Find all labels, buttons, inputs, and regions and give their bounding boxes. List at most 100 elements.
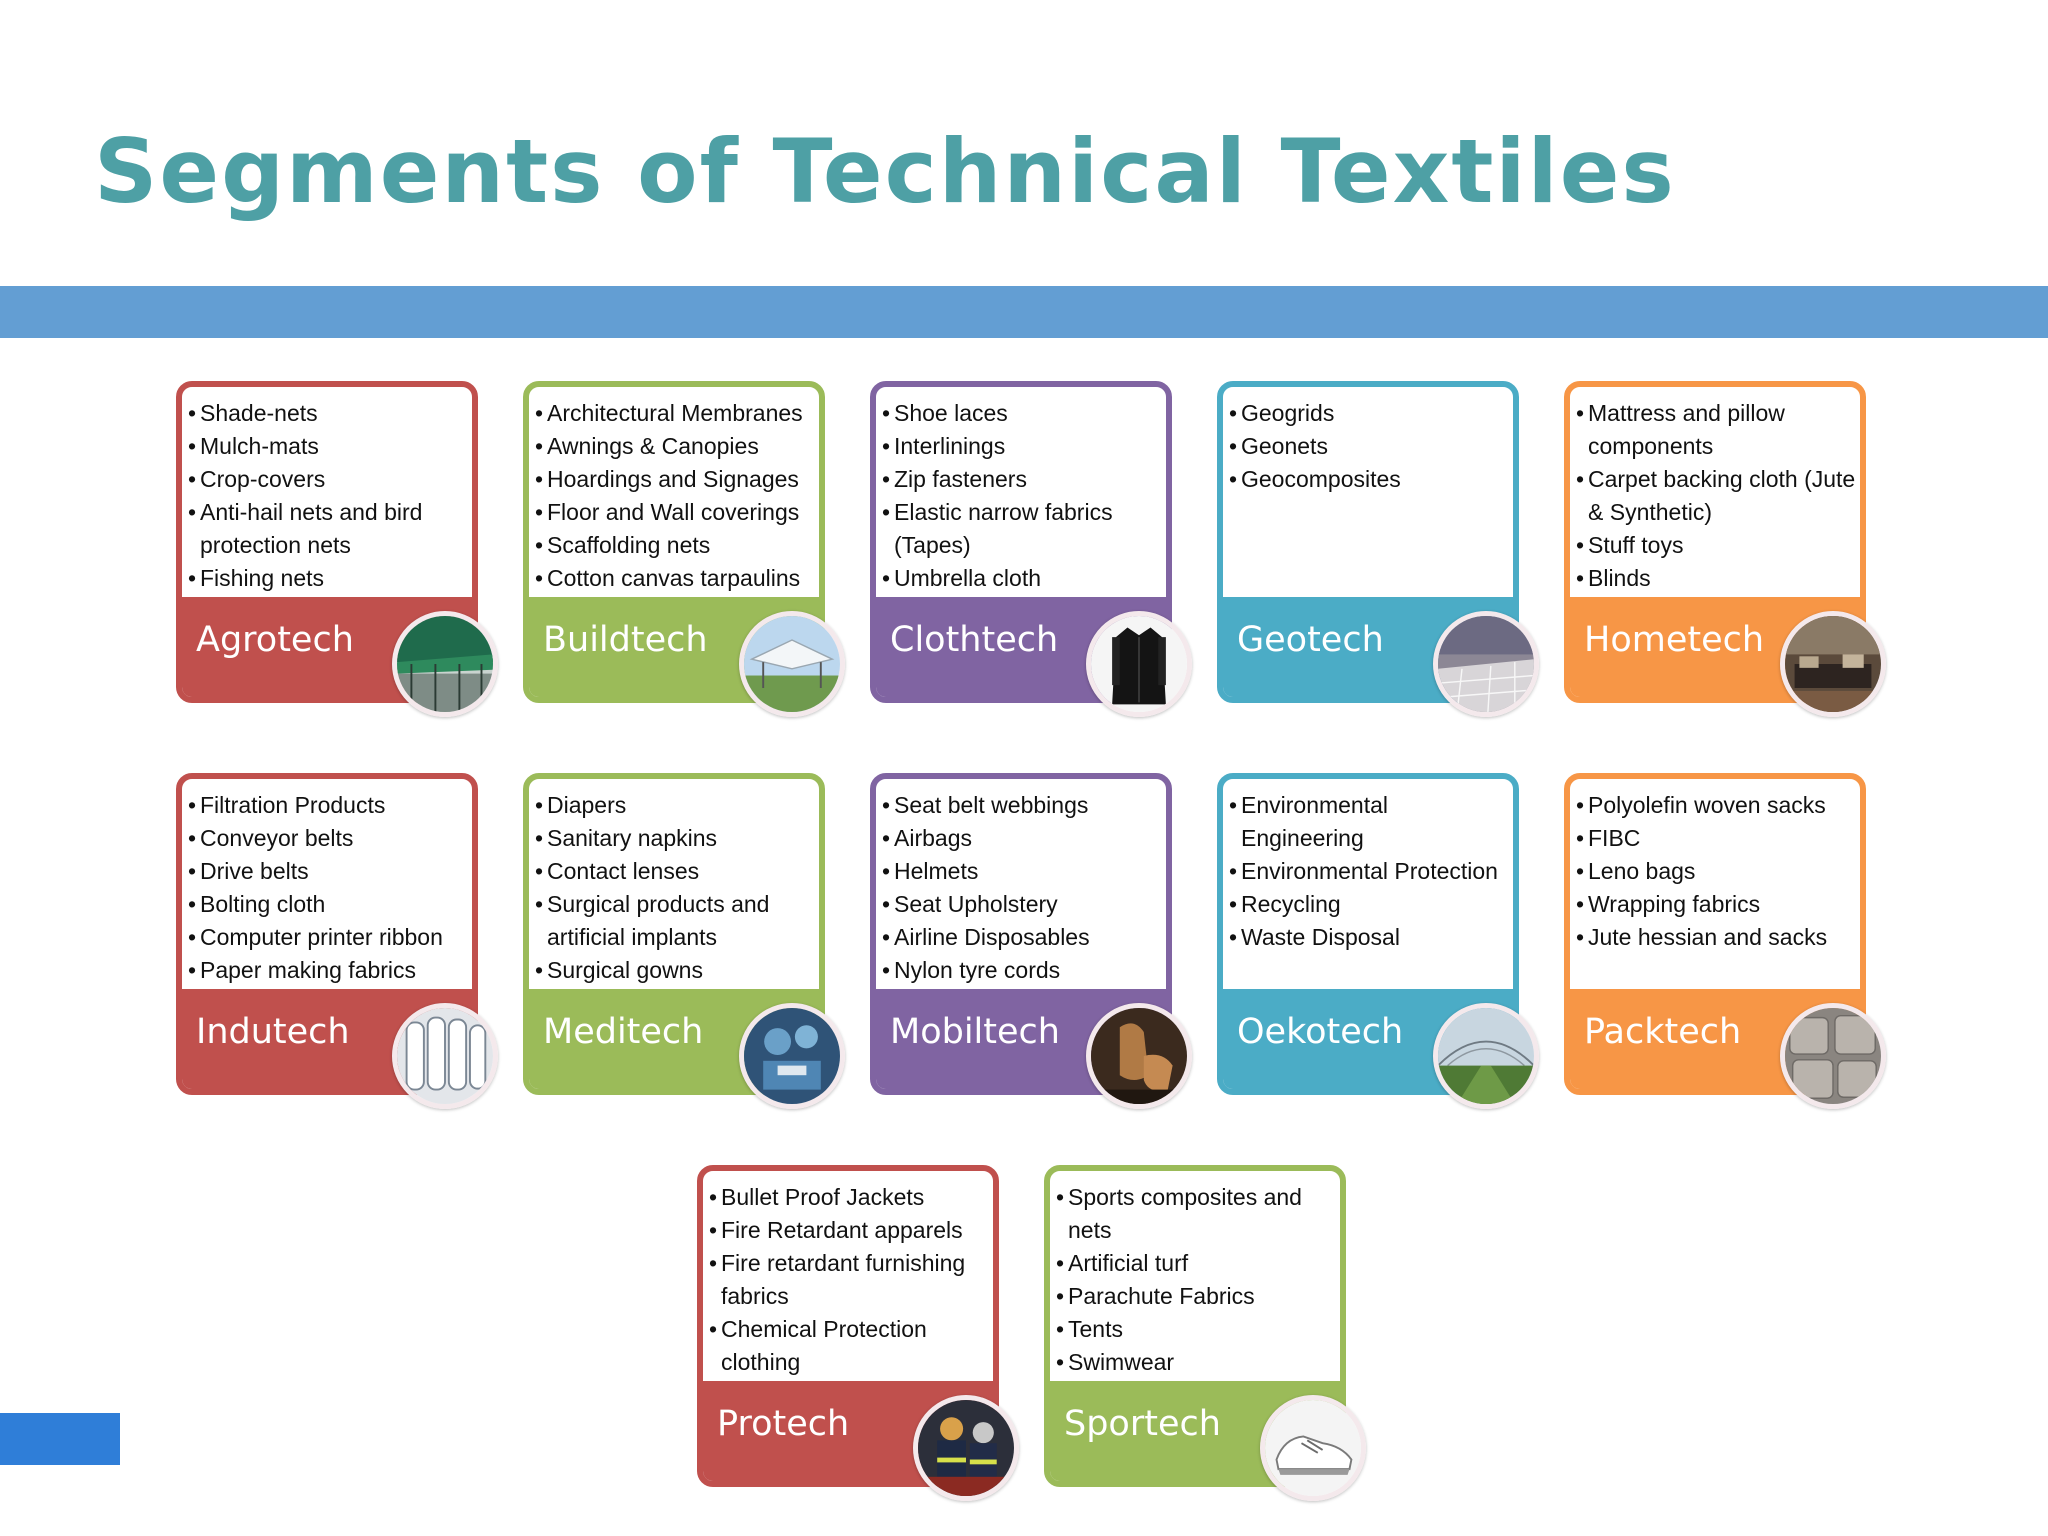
segment-name: Agrotech: [196, 620, 354, 660]
segment-item: Seat belt webbings: [882, 789, 1162, 822]
segment-items-list: Mattress and pillow componentsCarpet bac…: [1570, 387, 1860, 603]
segment-item: Computer printer ribbon: [188, 921, 468, 954]
segment-item: Geonets: [1229, 430, 1509, 463]
segment-card-indutech: Filtration ProductsConveyor beltsDrive b…: [176, 773, 498, 1109]
segment-card-packtech: Polyolefin woven sacksFIBCLeno bagsWrapp…: [1564, 773, 1886, 1109]
segment-item: Contact lenses: [535, 855, 815, 888]
segment-items-list: Polyolefin woven sacksFIBCLeno bagsWrapp…: [1570, 779, 1860, 995]
segment-item: Airline Disposables: [882, 921, 1162, 954]
segment-item: Recycling: [1229, 888, 1509, 921]
segment-item: Leno bags: [1576, 855, 1856, 888]
segment-items-list: Seat belt webbingsAirbagsHelmetsSeat Uph…: [876, 779, 1166, 995]
segment-card-mobiltech: Seat belt webbingsAirbagsHelmetsSeat Uph…: [870, 773, 1192, 1109]
segment-items-list: Architectural MembranesAwnings & Canopie…: [529, 387, 819, 603]
segment-item: Hoardings and Signages: [535, 463, 815, 496]
segment-item: Umbrella cloth: [882, 562, 1162, 595]
segment-item: Environmental Engineering: [1229, 789, 1509, 855]
segment-item: Mattress and pillow components: [1576, 397, 1856, 463]
segment-items-list: Bullet Proof JacketsFire Retardant appar…: [703, 1171, 993, 1387]
segment-item: Blinds: [1576, 562, 1856, 595]
black-coat-photo: [1086, 611, 1192, 717]
segment-card-box: Seat belt webbingsAirbagsHelmetsSeat Uph…: [870, 773, 1172, 1095]
segment-item: Fire Retardant apparels: [709, 1214, 989, 1247]
segment-card-sportech: Sports composites and netsArtificial tur…: [1044, 1165, 1366, 1501]
segment-item: Drive belts: [188, 855, 468, 888]
segment-item: Fishing nets: [188, 562, 468, 595]
segment-item: Conveyor belts: [188, 822, 468, 855]
segment-item: Waste Disposal: [1229, 921, 1509, 954]
segment-name: Meditech: [543, 1012, 704, 1052]
segment-item: Artificial turf: [1056, 1247, 1336, 1280]
segment-item: Scaffolding nets: [535, 529, 815, 562]
segment-item: Interlinings: [882, 430, 1162, 463]
segment-card-agrotech: Shade-netsMulch-matsCrop-coversAnti-hail…: [176, 381, 498, 717]
segment-item: Bolting cloth: [188, 888, 468, 921]
segment-items-list: Sports composites and netsArtificial tur…: [1050, 1171, 1340, 1387]
segment-item: Diapers: [535, 789, 815, 822]
segment-card-buildtech: Architectural MembranesAwnings & Canopie…: [523, 381, 845, 717]
segment-card-box: DiapersSanitary napkinsContact lensesSur…: [523, 773, 825, 1095]
segment-item: Geogrids: [1229, 397, 1509, 430]
greenhouse-photo: [1433, 1003, 1539, 1109]
segment-item: Jute hessian and sacks: [1576, 921, 1856, 954]
segment-item: Chemical Protection clothing: [709, 1313, 989, 1379]
segment-item: Swimwear: [1056, 1346, 1336, 1379]
segment-item: Carpet backing cloth (Jute & Synthetic): [1576, 463, 1856, 529]
segment-name: Indutech: [196, 1012, 350, 1052]
segment-item: Helmets: [882, 855, 1162, 888]
segment-name: Buildtech: [543, 620, 708, 660]
segment-card-box: Environmental EngineeringEnvironmental P…: [1217, 773, 1519, 1095]
filter-bags-photo: [392, 1003, 498, 1109]
segment-items-list: Environmental EngineeringEnvironmental P…: [1223, 779, 1513, 995]
segment-card-geotech: GeogridsGeonetsGeocompositesGeotech: [1217, 381, 1539, 717]
segment-item: Parachute Fabrics: [1056, 1280, 1336, 1313]
segment-item: Anti-hail nets and bird protection nets: [188, 496, 468, 562]
segment-name: Clothtech: [890, 620, 1059, 660]
segment-item: Wrapping fabrics: [1576, 888, 1856, 921]
segment-name: Packtech: [1584, 1012, 1742, 1052]
segment-item: Bullet Proof Jackets: [709, 1181, 989, 1214]
slide-title: Segments of Technical Textiles: [94, 120, 1676, 223]
segment-card-box: Shoe lacesInterliningsZip fastenersElast…: [870, 381, 1172, 703]
segment-item: Paper making fabrics: [188, 954, 468, 987]
segment-item: Tents: [1056, 1313, 1336, 1346]
segment-item: Seat Upholstery: [882, 888, 1162, 921]
green-shade-net-photo: [392, 611, 498, 717]
segment-card-meditech: DiapersSanitary napkinsContact lensesSur…: [523, 773, 845, 1109]
segment-item: Architectural Membranes: [535, 397, 815, 430]
segment-item: Geocomposites: [1229, 463, 1509, 496]
segment-item: Elastic narrow fabrics (Tapes): [882, 496, 1162, 562]
segment-item: Filtration Products: [188, 789, 468, 822]
segment-card-protech: Bullet Proof JacketsFire Retardant appar…: [697, 1165, 1019, 1501]
segment-item: Polyolefin woven sacks: [1576, 789, 1856, 822]
segment-name: Protech: [717, 1404, 850, 1444]
segment-item: Environmental Protection: [1229, 855, 1509, 888]
segment-name: Geotech: [1237, 620, 1384, 660]
woven-sacks-photo: [1780, 1003, 1886, 1109]
segment-item: Mulch-mats: [188, 430, 468, 463]
segment-item: Zip fasteners: [882, 463, 1162, 496]
segment-item: Airbags: [882, 822, 1162, 855]
car-seat-photo: [1086, 1003, 1192, 1109]
segment-item: Sports composites and nets: [1056, 1181, 1336, 1247]
segment-item: Shade-nets: [188, 397, 468, 430]
living-room-photo: [1780, 611, 1886, 717]
segment-name: Oekotech: [1237, 1012, 1404, 1052]
segment-items-list: DiapersSanitary napkinsContact lensesSur…: [529, 779, 819, 995]
segment-name: Sportech: [1064, 1404, 1221, 1444]
firefighters-photo: [913, 1395, 1019, 1501]
segment-card-clothtech: Shoe lacesInterliningsZip fastenersElast…: [870, 381, 1192, 717]
segment-item: Nylon tyre cords: [882, 954, 1162, 987]
segment-item: Shoe laces: [882, 397, 1162, 430]
segment-items-list: GeogridsGeonetsGeocomposites: [1223, 387, 1513, 603]
segment-items-list: Filtration ProductsConveyor beltsDrive b…: [182, 779, 472, 995]
segment-item: Crop-covers: [188, 463, 468, 496]
membrane-canopy-photo: [739, 611, 845, 717]
segment-name: Hometech: [1584, 620, 1765, 660]
segment-item: Awnings & Canopies: [535, 430, 815, 463]
segment-item: Floor and Wall coverings: [535, 496, 815, 529]
corner-accent-tab: [0, 1413, 120, 1465]
segment-item: Sanitary napkins: [535, 822, 815, 855]
segment-items-list: Shoe lacesInterliningsZip fastenersElast…: [876, 387, 1166, 603]
segment-card-hometech: Mattress and pillow componentsCarpet bac…: [1564, 381, 1886, 717]
